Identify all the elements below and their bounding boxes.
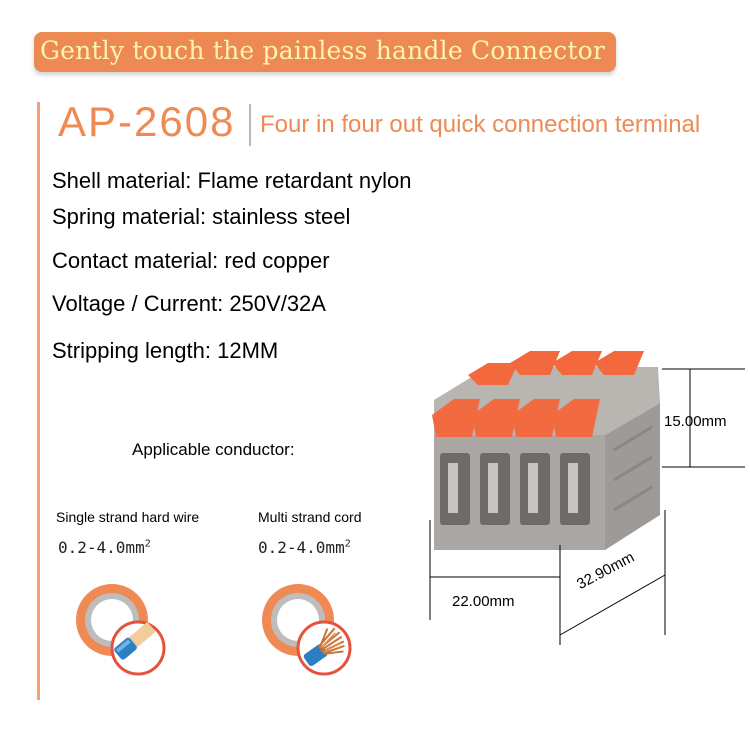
stranded-wire-icon <box>262 584 352 676</box>
accent-divider <box>37 102 40 700</box>
wire-range-power: 2 <box>344 538 351 550</box>
spec-voltage-current: Voltage / Current: 250V/32A <box>52 291 326 316</box>
model-code: AP-2608 <box>58 98 236 145</box>
spec-spring-material: Spring material: stainless steel <box>52 204 351 229</box>
title-separator <box>249 104 251 146</box>
header-banner: Gently touch the painless handle Connect… <box>34 32 616 72</box>
wire-range-value: 0.2-4.0mm <box>258 538 345 557</box>
model-description: Four in four out quick connection termin… <box>260 111 701 138</box>
wire-range-power: 2 <box>144 538 151 550</box>
spec-contact-material: Contact material: red copper <box>52 248 330 273</box>
connector-product-image <box>429 351 745 645</box>
spec-shell-material: Shell material: Flame retardant nylon <box>52 168 412 193</box>
conductor-title: Applicable conductor: <box>132 440 295 459</box>
dimension-width: 22.00mm <box>452 593 515 610</box>
spec-stripping-length: Stripping length: 12MM <box>52 338 279 363</box>
dimension-height: 15.00mm <box>664 413 727 430</box>
wire-range: 0.2-4.0mm2 <box>58 538 151 557</box>
solid-wire-icon <box>76 584 166 676</box>
wire-range-value: 0.2-4.0mm <box>58 538 145 557</box>
wire-range: 0.2-4.0mm2 <box>258 538 351 557</box>
banner-text: Gently touch the painless handle Connect… <box>40 36 605 65</box>
wire-type-label: Multi strand cord <box>258 509 362 525</box>
wire-type-label: Single strand hard wire <box>56 509 200 525</box>
